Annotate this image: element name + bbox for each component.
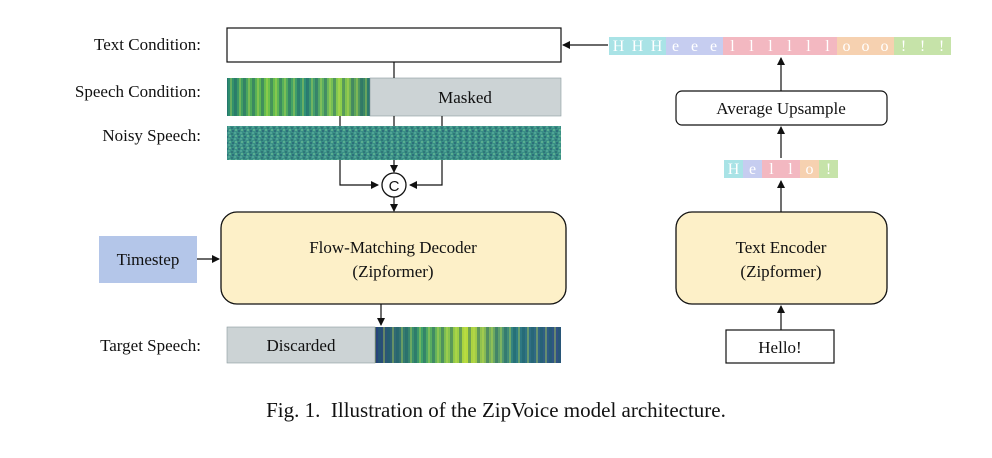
label-noisy-speech: Noisy Speech: (102, 126, 201, 145)
masked-label: Masked (438, 88, 492, 107)
token-char: l (806, 38, 811, 55)
input-text-box (725, 329, 835, 364)
discarded-region (226, 326, 376, 364)
token-char: ! (901, 38, 906, 55)
average-upsample-box (675, 90, 888, 126)
caption-text: Illustration of the ZipVoice model archi… (330, 398, 726, 422)
token-cell (800, 160, 819, 178)
token-char: l (730, 38, 735, 55)
label-speech-condition: Speech Condition: (75, 82, 201, 101)
noisy-speech-strip (227, 126, 561, 160)
text-condition-box (226, 27, 562, 63)
token-char: l (768, 38, 773, 55)
token-cell (894, 37, 913, 55)
token-char: l (749, 38, 754, 55)
token-cell (609, 37, 628, 55)
flow-matching-decoder (220, 211, 567, 305)
token-char: H (728, 161, 740, 178)
decoder-subtitle: (Zipformer) (352, 262, 433, 281)
token-char: H (632, 38, 644, 55)
token-char: l (787, 38, 792, 55)
caption-fig-number: Fig. 1. (266, 398, 321, 422)
token-cell (723, 37, 742, 55)
arrow-right-to-concat (409, 160, 443, 189)
token-cell (724, 160, 743, 178)
concat-symbol: C (389, 178, 400, 195)
average-upsample-label: Average Upsample (716, 99, 846, 118)
token-cell (780, 37, 799, 55)
token-char: e (691, 38, 698, 55)
figure-caption: Fig. 1. Illustration of the ZipVoice mod… (0, 398, 992, 423)
token-char: l (788, 161, 793, 178)
token-char: H (651, 38, 663, 55)
token-cell (647, 37, 666, 55)
text-encoder-subtitle: (Zipformer) (740, 262, 821, 281)
timestep-label: Timestep (117, 250, 180, 269)
token-cell (932, 37, 951, 55)
token-cell (799, 37, 818, 55)
token-cell (819, 160, 838, 178)
input-text-label: Hello! (758, 338, 801, 357)
token-cell (742, 37, 761, 55)
token-cell (666, 37, 685, 55)
label-text-condition: Text Condition: (94, 35, 201, 54)
token-cell (761, 37, 780, 55)
text-encoder (675, 211, 888, 305)
token-char: H (613, 38, 625, 55)
token-char: e (672, 38, 679, 55)
token-char: e (749, 161, 756, 178)
token-char: ! (939, 38, 944, 55)
token-char: ! (826, 161, 831, 178)
masked-region (369, 77, 562, 117)
token-cell (704, 37, 723, 55)
token-cell (628, 37, 647, 55)
token-cell (743, 160, 762, 178)
token-cell (781, 160, 800, 178)
token-cell (818, 37, 837, 55)
decoder-title: Flow-Matching Decoder (309, 238, 477, 257)
text-encoder-title: Text Encoder (736, 238, 827, 257)
token-char: l (769, 161, 774, 178)
token-cell (875, 37, 894, 55)
label-target-speech: Target Speech: (100, 336, 201, 355)
token-char: l (825, 38, 830, 55)
token-cell (837, 37, 856, 55)
token-char: o (881, 38, 889, 55)
token-cell (762, 160, 781, 178)
token-cell (913, 37, 932, 55)
token-char: ! (920, 38, 925, 55)
speech-condition-texture (227, 78, 370, 116)
token-char: e (710, 38, 717, 55)
token-char: o (806, 161, 814, 178)
arrow-left-to-concat (339, 160, 379, 189)
token-cell (856, 37, 875, 55)
target-speech-texture (375, 327, 561, 363)
token-char: o (862, 38, 870, 55)
token-cell (685, 37, 704, 55)
discarded-label: Discarded (267, 336, 336, 355)
timestep-box (99, 236, 197, 283)
token-char: o (843, 38, 851, 55)
